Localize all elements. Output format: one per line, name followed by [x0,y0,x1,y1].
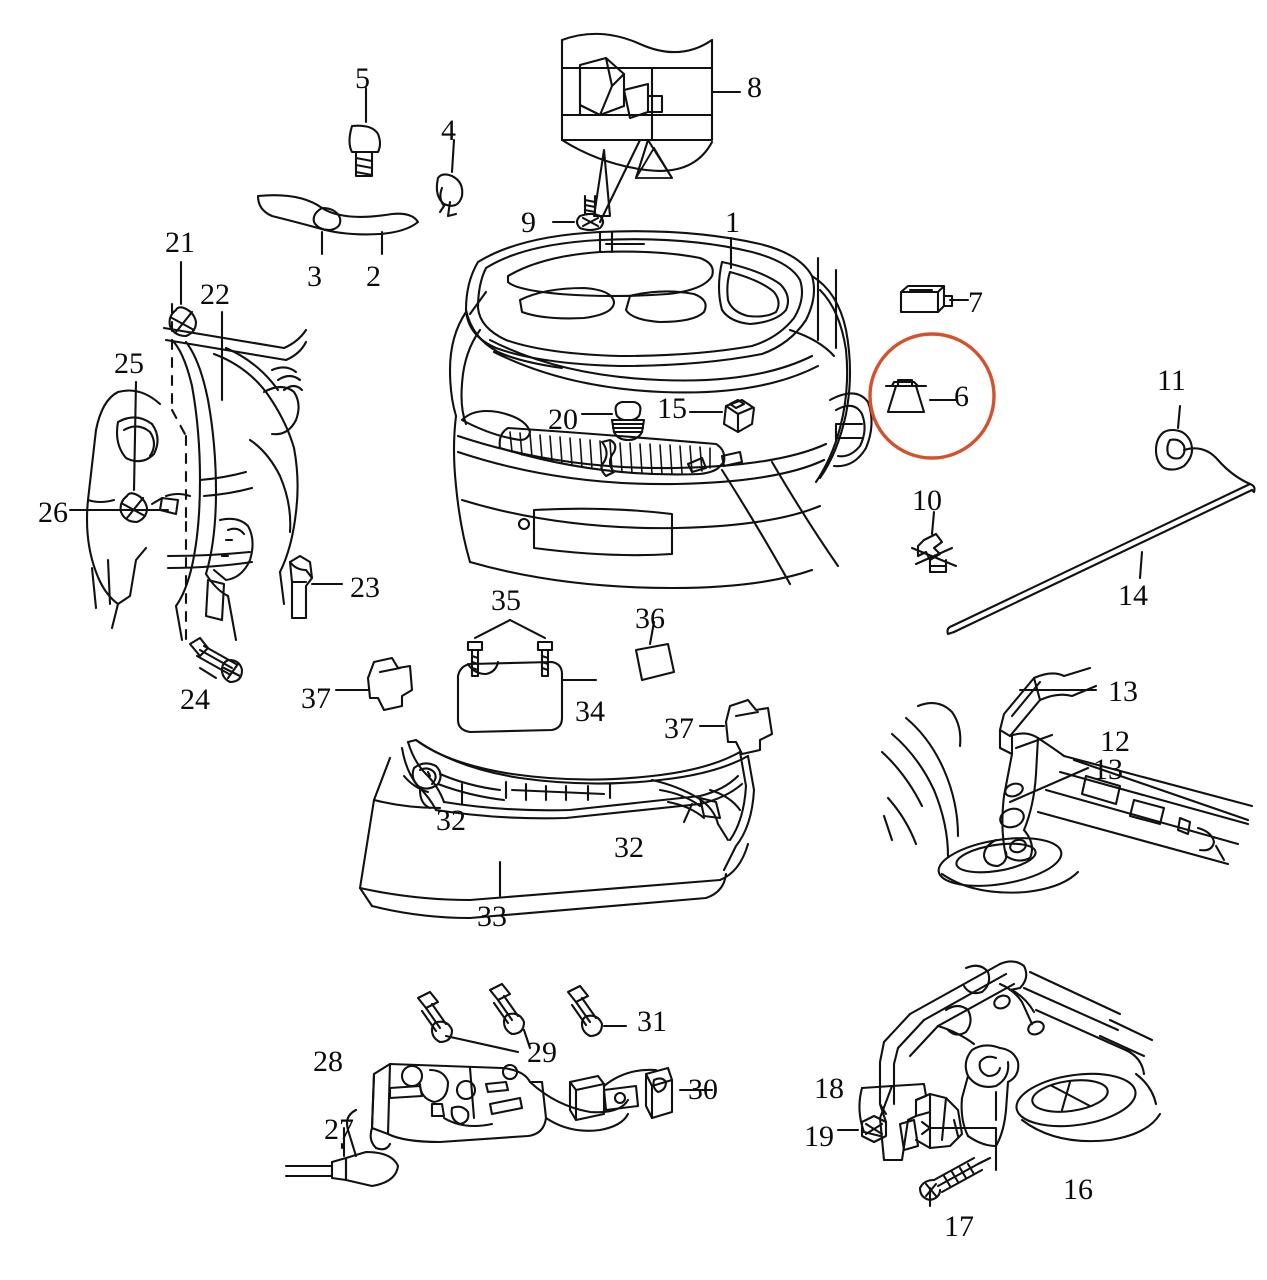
part-7-clip [899,284,970,314]
callout-label-32-left[interactable]: 32 [436,804,466,837]
part-10-bracket [910,510,958,574]
callout-label-3[interactable]: 3 [307,260,322,293]
callout-label-1[interactable]: 1 [725,206,740,239]
part-15-clip [688,398,756,434]
part-6-clip [884,378,958,414]
part-37-clip-right [698,698,774,756]
callout-label-36[interactable]: 36 [635,602,665,635]
callout-label-25[interactable]: 25 [114,347,144,380]
callout-label-2[interactable]: 2 [366,260,381,293]
part-4-clip [435,138,464,218]
part-11-grommet [1154,404,1252,486]
lock-group-27-31 [284,982,714,1188]
callout-label-17[interactable]: 17 [944,1210,974,1243]
catch-group-16-19 [836,960,1162,1208]
callout-label-16[interactable]: 16 [1063,1173,1093,1206]
callout-label-32-right[interactable]: 32 [614,831,644,864]
callout-label-35[interactable]: 35 [491,584,521,617]
callout-label-8[interactable]: 8 [747,71,762,104]
callout-label-21[interactable]: 21 [165,226,195,259]
callout-label-13-upper[interactable]: 13 [1108,675,1138,708]
callout-label-20[interactable]: 20 [548,403,578,436]
part-35-screws [466,618,554,678]
part-23-pin [288,554,344,620]
part-36-pad [634,620,676,682]
callout-label-5[interactable]: 5 [355,62,370,95]
callout-label-22[interactable]: 22 [200,278,230,311]
part-5-bolt [348,86,382,178]
part-34-pad [456,660,598,734]
callout-label-9[interactable]: 9 [521,206,536,239]
callout-label-34[interactable]: 34 [575,695,605,728]
callout-label-30[interactable]: 30 [688,1073,718,1106]
part-37-clip-left [334,656,414,712]
callout-label-19[interactable]: 19 [804,1120,834,1153]
callout-label-28[interactable]: 28 [313,1045,343,1078]
highlight-circle [868,332,996,460]
callout-label-7[interactable]: 7 [968,286,983,319]
callout-label-15[interactable]: 15 [657,392,687,425]
callout-label-33[interactable]: 33 [477,900,507,933]
callout-label-31[interactable]: 31 [637,1005,667,1038]
callout-label-6[interactable]: 6 [954,380,969,413]
cowl-panel-32-33 [358,738,756,920]
part-20-buffer [580,400,646,442]
callout-label-23[interactable]: 23 [350,571,380,604]
callout-label-37-right[interactable]: 37 [664,712,694,745]
callout-label-14[interactable]: 14 [1118,579,1148,612]
callout-label-37-left[interactable]: 37 [301,682,331,715]
callout-label-12[interactable]: 12 [1100,725,1130,758]
part-14-prop-rod [946,482,1256,636]
detail-inset-8 [560,32,742,224]
part-24-bolt [188,636,244,684]
callout-label-24[interactable]: 24 [180,683,210,716]
callout-label-10[interactable]: 10 [912,484,942,517]
callout-label-18[interactable]: 18 [814,1072,844,1105]
left-wing-panel-group [68,260,308,642]
callout-label-4[interactable]: 4 [441,114,456,147]
callout-label-13-lower[interactable]: 13 [1093,753,1123,786]
part-2-3-emblem [256,194,420,256]
callout-label-26[interactable]: 26 [38,496,68,529]
part-9-screw [551,194,605,232]
hinge-group-12-13 [880,666,1254,894]
callout-label-29[interactable]: 29 [527,1036,557,1069]
callout-label-11[interactable]: 11 [1157,364,1186,397]
car-front-view [448,230,873,590]
callout-label-27[interactable]: 27 [324,1113,354,1146]
